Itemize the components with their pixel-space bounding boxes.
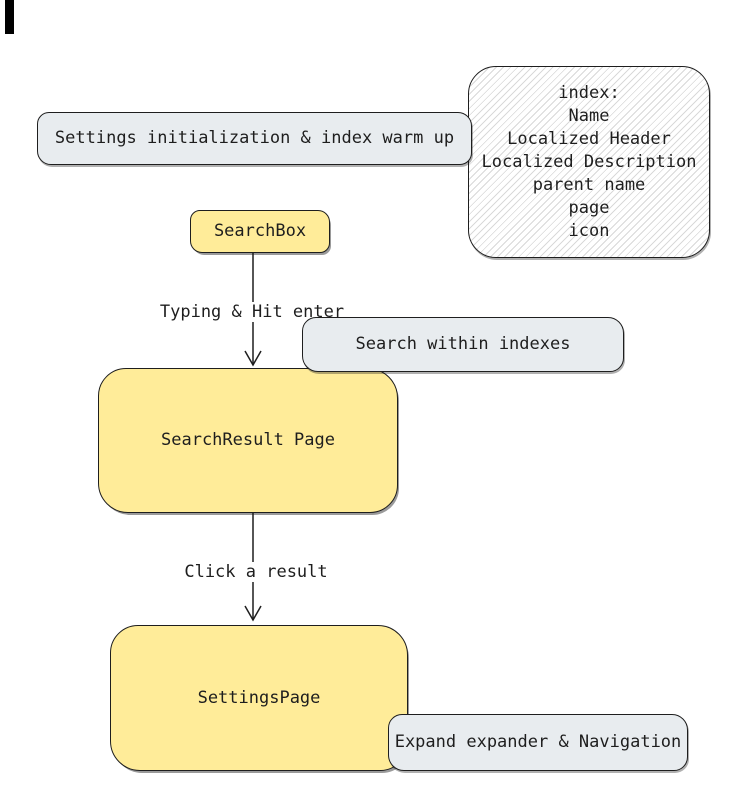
- edge-click-label: Click a result: [181, 562, 331, 582]
- node-search-within-label: Search within indexes: [355, 334, 571, 354]
- node-searchresult-page: SearchResult Page: [98, 368, 398, 513]
- node-search-within: Search within indexes: [302, 317, 624, 372]
- index-note-line: Localized Header: [507, 128, 671, 149]
- index-note-line: Name: [568, 105, 610, 126]
- node-settings-page-label: SettingsPage: [197, 687, 321, 708]
- index-note-line: parent name: [532, 174, 646, 195]
- index-note-line: page: [568, 197, 610, 218]
- edge-typing-label: Typing & Hit enter: [156, 302, 348, 322]
- node-expand-nav-label: Expand expander & Navigation: [394, 732, 682, 752]
- node-searchbox-label: SearchBox: [213, 221, 307, 241]
- black-bar-artifact: [5, 0, 14, 34]
- node-searchresult-page-label: SearchResult Page: [161, 430, 335, 450]
- node-settings-page: SettingsPage: [110, 625, 408, 771]
- index-note-line: icon: [568, 220, 610, 241]
- node-index-note: index: Name Localized Header Localized D…: [468, 66, 710, 258]
- node-settings-init: Settings initialization & index warm up: [37, 112, 472, 165]
- node-searchbox: SearchBox: [190, 210, 330, 253]
- node-expand-nav: Expand expander & Navigation: [388, 714, 688, 771]
- index-note-line: Localized Description: [481, 151, 697, 172]
- index-note-title: index:: [558, 82, 620, 103]
- node-settings-init-label: Settings initialization & index warm up: [54, 128, 455, 148]
